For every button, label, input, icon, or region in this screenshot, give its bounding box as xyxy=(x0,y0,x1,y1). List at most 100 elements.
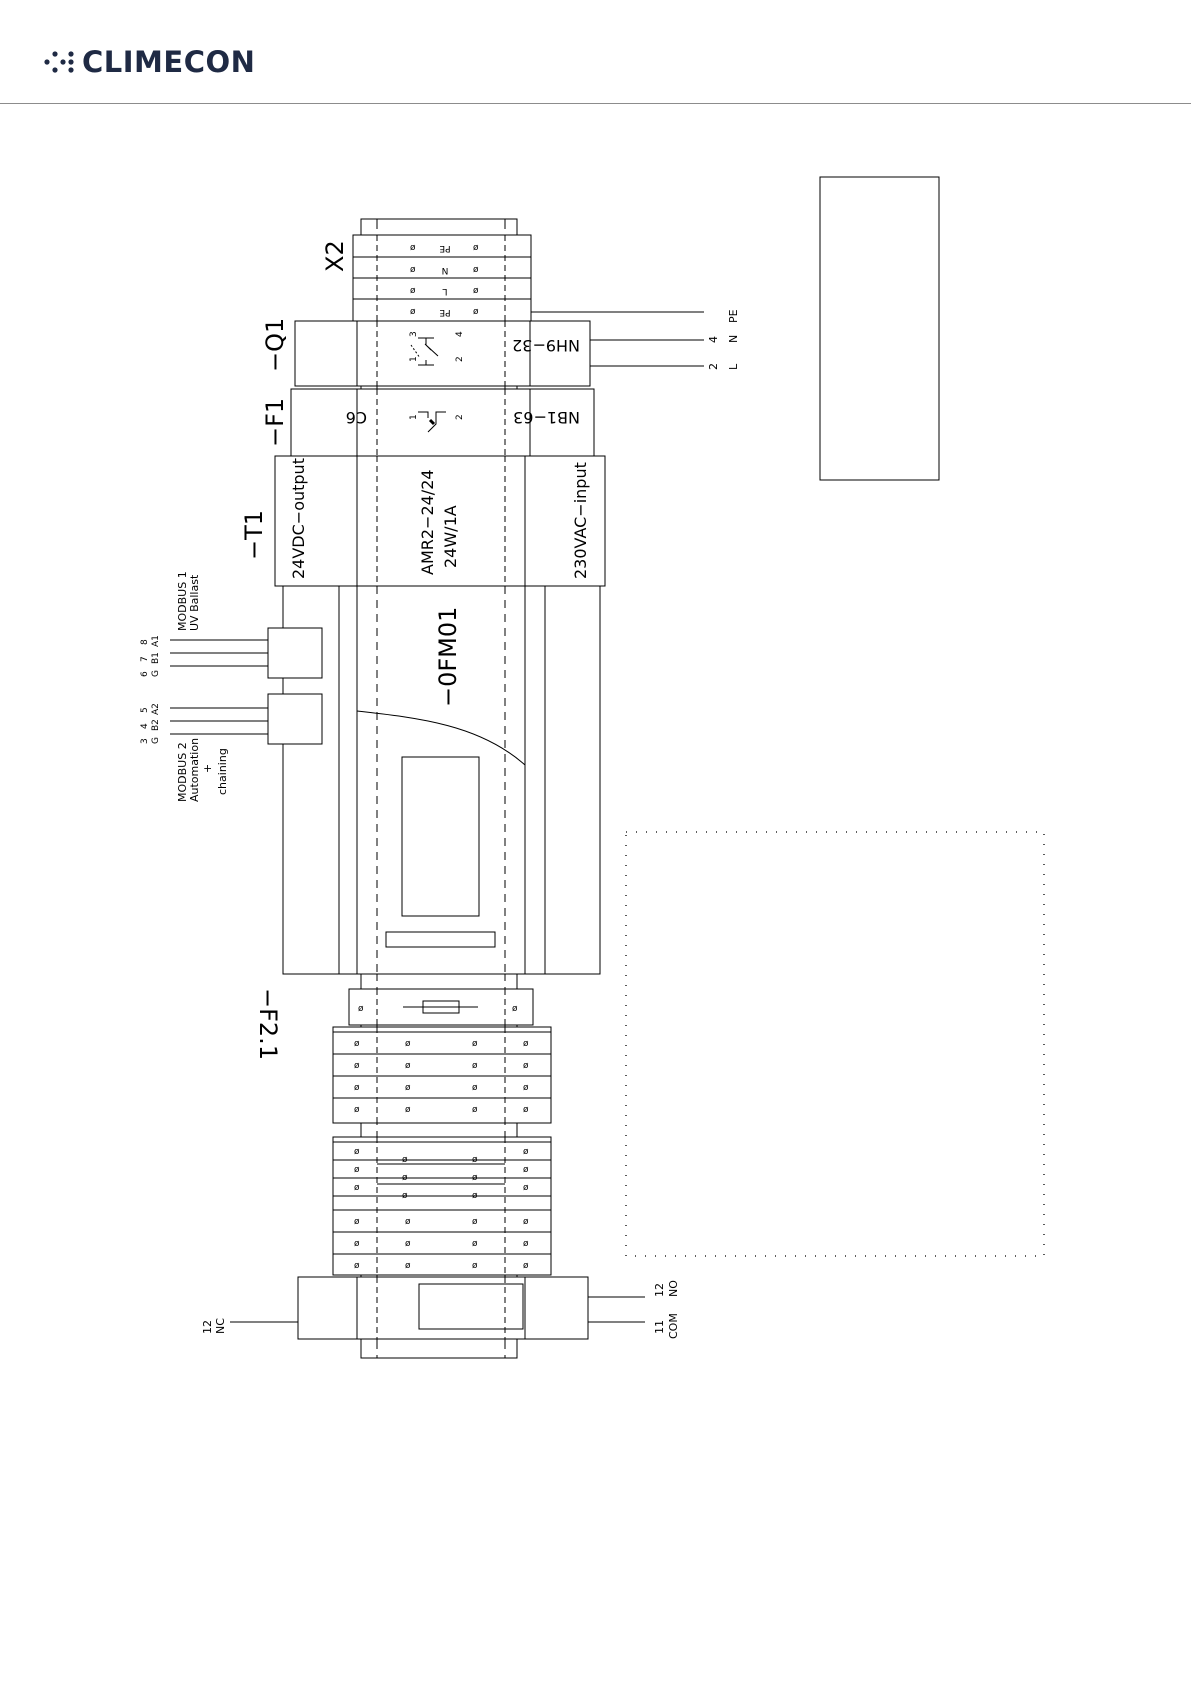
header-divider xyxy=(0,103,1191,104)
supply-l: L xyxy=(727,363,740,370)
page-header: CLIMECON xyxy=(0,0,1191,104)
t1-model: AMR2−24/24 xyxy=(418,469,437,575)
supply-pe: PE xyxy=(727,309,740,323)
modbus1-labels: 6 7 8 G B1 A1 MODBUS 1 UV Ballast xyxy=(140,571,201,677)
modbus1-pin-6: 6 xyxy=(140,671,150,677)
modbus2-sub: Automation xyxy=(188,738,201,802)
svg-text:ø: ø xyxy=(354,1165,360,1175)
svg-text:ø: ø xyxy=(523,1261,529,1271)
svg-text:ø: ø xyxy=(473,307,479,317)
svg-text:ø: ø xyxy=(472,1061,478,1071)
q1-pin-3: 3 xyxy=(409,331,419,337)
svg-text:ø: ø xyxy=(354,1217,360,1227)
x2-terminal-block: ø ø ø ø ø ø ø ø PE N L PE xyxy=(352,234,532,322)
svg-text:ø: ø xyxy=(512,1004,518,1014)
svg-text:ø: ø xyxy=(472,1105,478,1115)
brand-logo: CLIMECON xyxy=(44,45,255,79)
svg-text:ø: ø xyxy=(473,243,479,253)
modbus2-title: MODBUS 2 xyxy=(176,742,189,802)
q1-pin-2: 2 xyxy=(455,356,465,362)
modbus2-pin-3: 3 xyxy=(140,738,150,744)
svg-text:ø: ø xyxy=(523,1105,529,1115)
modbus2-signal-g: G xyxy=(151,737,161,744)
svg-text:ø: ø xyxy=(405,1061,411,1071)
svg-text:ø: ø xyxy=(354,1239,360,1249)
svg-text:ø: ø xyxy=(523,1039,529,1049)
svg-text:ø: ø xyxy=(523,1183,529,1193)
x2-terminal-pe-top: PE xyxy=(439,243,450,253)
modbus2-pin-4: 4 xyxy=(140,723,150,729)
t1-rating: 24W/1A xyxy=(441,505,460,568)
svg-text:ø: ø xyxy=(354,1261,360,1271)
f1-rating: C6 xyxy=(346,408,367,427)
modbus2-plus: + xyxy=(201,764,214,773)
supply-n-number: 4 xyxy=(707,336,720,343)
svg-text:ø: ø xyxy=(402,1155,408,1165)
f1-pin-1: 1 xyxy=(409,414,419,420)
modbus1-signal-b1: B1 xyxy=(151,652,161,664)
modbus2-signal-b2: B2 xyxy=(151,719,161,731)
svg-text:ø: ø xyxy=(523,1239,529,1249)
svg-text:ø: ø xyxy=(402,1173,408,1183)
t1-output: 24VDC−output xyxy=(289,458,308,579)
svg-text:ø: ø xyxy=(405,1083,411,1093)
q1-pin-1: 1 xyxy=(409,356,419,362)
t1-input: 230VAC−input xyxy=(571,462,590,579)
svg-text:ø: ø xyxy=(472,1261,478,1271)
f21-fuse-terminal: ø ø xyxy=(348,988,534,1026)
q1-label: −Q1 xyxy=(261,318,289,372)
f1-label: −F1 xyxy=(261,398,289,447)
svg-text:ø: ø xyxy=(472,1239,478,1249)
supply-n: N xyxy=(727,335,740,343)
relay-nc-number: 12 xyxy=(201,1320,214,1334)
output-relay: 12 NC 12 NO 11 COM xyxy=(201,1276,680,1340)
t1-power-supply: 24VDC−output AMR2−24/24 24W/1A 230VAC−in… xyxy=(274,455,606,587)
x2-label: X2 xyxy=(321,240,349,272)
supply-l-number: 2 xyxy=(707,363,720,370)
relay-com-number: 11 xyxy=(653,1320,666,1334)
ofm01-label: −0FM01 xyxy=(434,607,462,707)
q1-pin-4: 4 xyxy=(455,331,465,337)
relay-no-number: 12 xyxy=(653,1283,666,1297)
svg-text:ø: ø xyxy=(410,243,416,253)
dotted-area xyxy=(625,831,1045,1257)
brand-name: CLIMECON xyxy=(82,45,256,79)
svg-text:ø: ø xyxy=(354,1105,360,1115)
modbus1-signal-g: G xyxy=(151,670,161,677)
svg-text:ø: ø xyxy=(354,1039,360,1049)
svg-text:ø: ø xyxy=(354,1147,360,1157)
q1-model: NH9−32 xyxy=(512,336,580,355)
svg-text:ø: ø xyxy=(354,1183,360,1193)
blank-frame xyxy=(819,176,940,481)
svg-text:ø: ø xyxy=(358,1004,364,1014)
svg-text:ø: ø xyxy=(354,1061,360,1071)
svg-text:ø: ø xyxy=(405,1217,411,1227)
svg-text:ø: ø xyxy=(472,1039,478,1049)
svg-text:ø: ø xyxy=(473,286,479,296)
svg-text:ø: ø xyxy=(410,265,416,275)
dot-grid-icon xyxy=(44,51,74,73)
f1-breaker: 1 2 C6 NB1−63 xyxy=(290,388,595,457)
svg-text:ø: ø xyxy=(402,1191,408,1201)
relay-nc-label: NC xyxy=(214,1318,227,1334)
supply-lines: 4 2 PE N L xyxy=(531,309,740,370)
svg-text:ø: ø xyxy=(410,286,416,296)
svg-text:ø: ø xyxy=(405,1261,411,1271)
modbus1-sub: UV Ballast xyxy=(188,574,201,631)
svg-text:ø: ø xyxy=(405,1039,411,1049)
svg-text:ø: ø xyxy=(405,1105,411,1115)
svg-text:ø: ø xyxy=(523,1083,529,1093)
f1-model: NB1−63 xyxy=(513,408,580,427)
modbus2-labels: 3 4 5 G B2 A2 MODBUS 2 Automation + chai… xyxy=(140,703,229,802)
modbus2-sub2: chaining xyxy=(216,748,229,795)
svg-text:ø: ø xyxy=(473,265,479,275)
q1-switch: 1 3 2 4 NH9−32 xyxy=(294,320,591,387)
x2-terminal-pe-bottom: PE xyxy=(439,307,450,317)
svg-text:ø: ø xyxy=(523,1061,529,1071)
svg-text:ø: ø xyxy=(472,1217,478,1227)
svg-text:ø: ø xyxy=(523,1147,529,1157)
svg-text:ø: ø xyxy=(405,1239,411,1249)
svg-text:ø: ø xyxy=(472,1173,478,1183)
